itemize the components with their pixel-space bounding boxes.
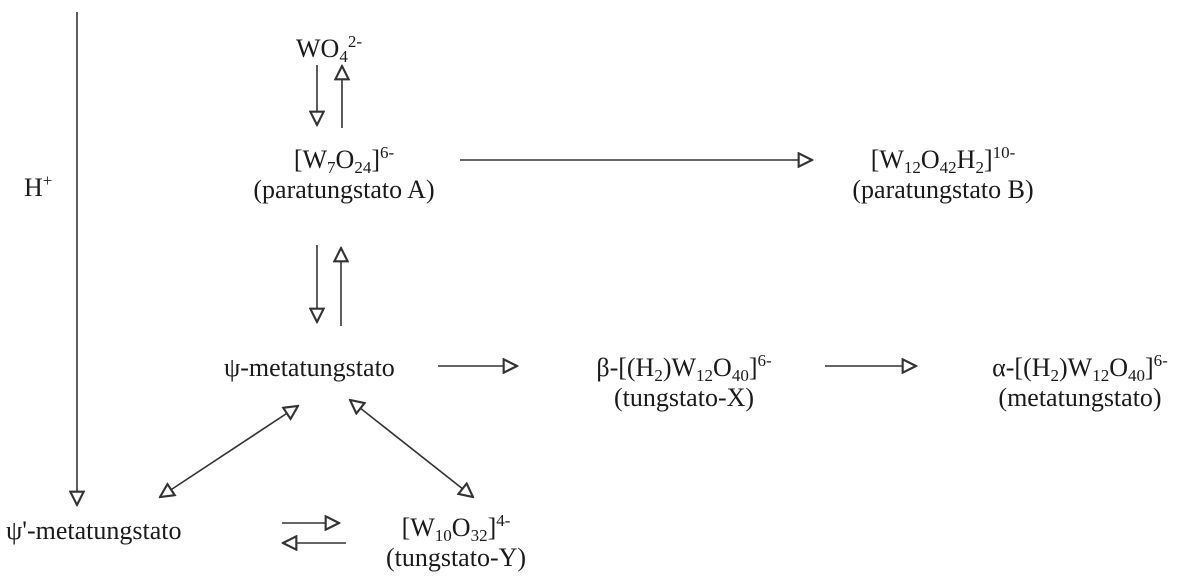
- tungstato-y-formula: [W10O32]4-: [401, 511, 511, 545]
- paratungstato-a-formula: [W7O24]6-: [293, 143, 395, 177]
- arrow-psi-psiprime: [160, 406, 298, 497]
- metatungstato-label: (metatungstato): [998, 383, 1162, 412]
- wo4-ion: WO42-: [296, 32, 362, 66]
- tungstato-y-label: (tungstato-Y): [385, 543, 527, 572]
- psiprime-metatungstato: ψ'-metatungstato: [6, 516, 182, 545]
- psi-metatungstato: ψ-metatungstato: [224, 353, 395, 382]
- metatungstato-formula: α-[(H2)W12O40]6-: [992, 351, 1168, 385]
- hplus-label: H+: [24, 171, 53, 202]
- paratungstato-b-label: (paratungstato B): [852, 175, 1034, 204]
- tungstato-x-label: (tungstato-X): [613, 383, 755, 412]
- tungstato-x-formula: β-[(H2)W12O40]6-: [596, 351, 772, 385]
- paratungstato-b-formula: [W12O42H2]10-: [870, 143, 1016, 177]
- tungstato-x: β-[(H2)W12O40]6- (tungstato-X): [566, 351, 802, 413]
- tungstato-y: [W10O32]4- (tungstato-Y): [372, 511, 540, 573]
- paratungstato-a-label: (paratungstato A): [253, 175, 435, 204]
- paratungstato-b: [W12O42H2]10- (paratungstato B): [828, 143, 1058, 205]
- arrow-psi-w10: [350, 400, 473, 497]
- paratungstato-a: [W7O24]6- (paratungstato A): [222, 143, 466, 205]
- metatungstato: α-[(H2)W12O40]6- (metatungstato): [964, 351, 1196, 413]
